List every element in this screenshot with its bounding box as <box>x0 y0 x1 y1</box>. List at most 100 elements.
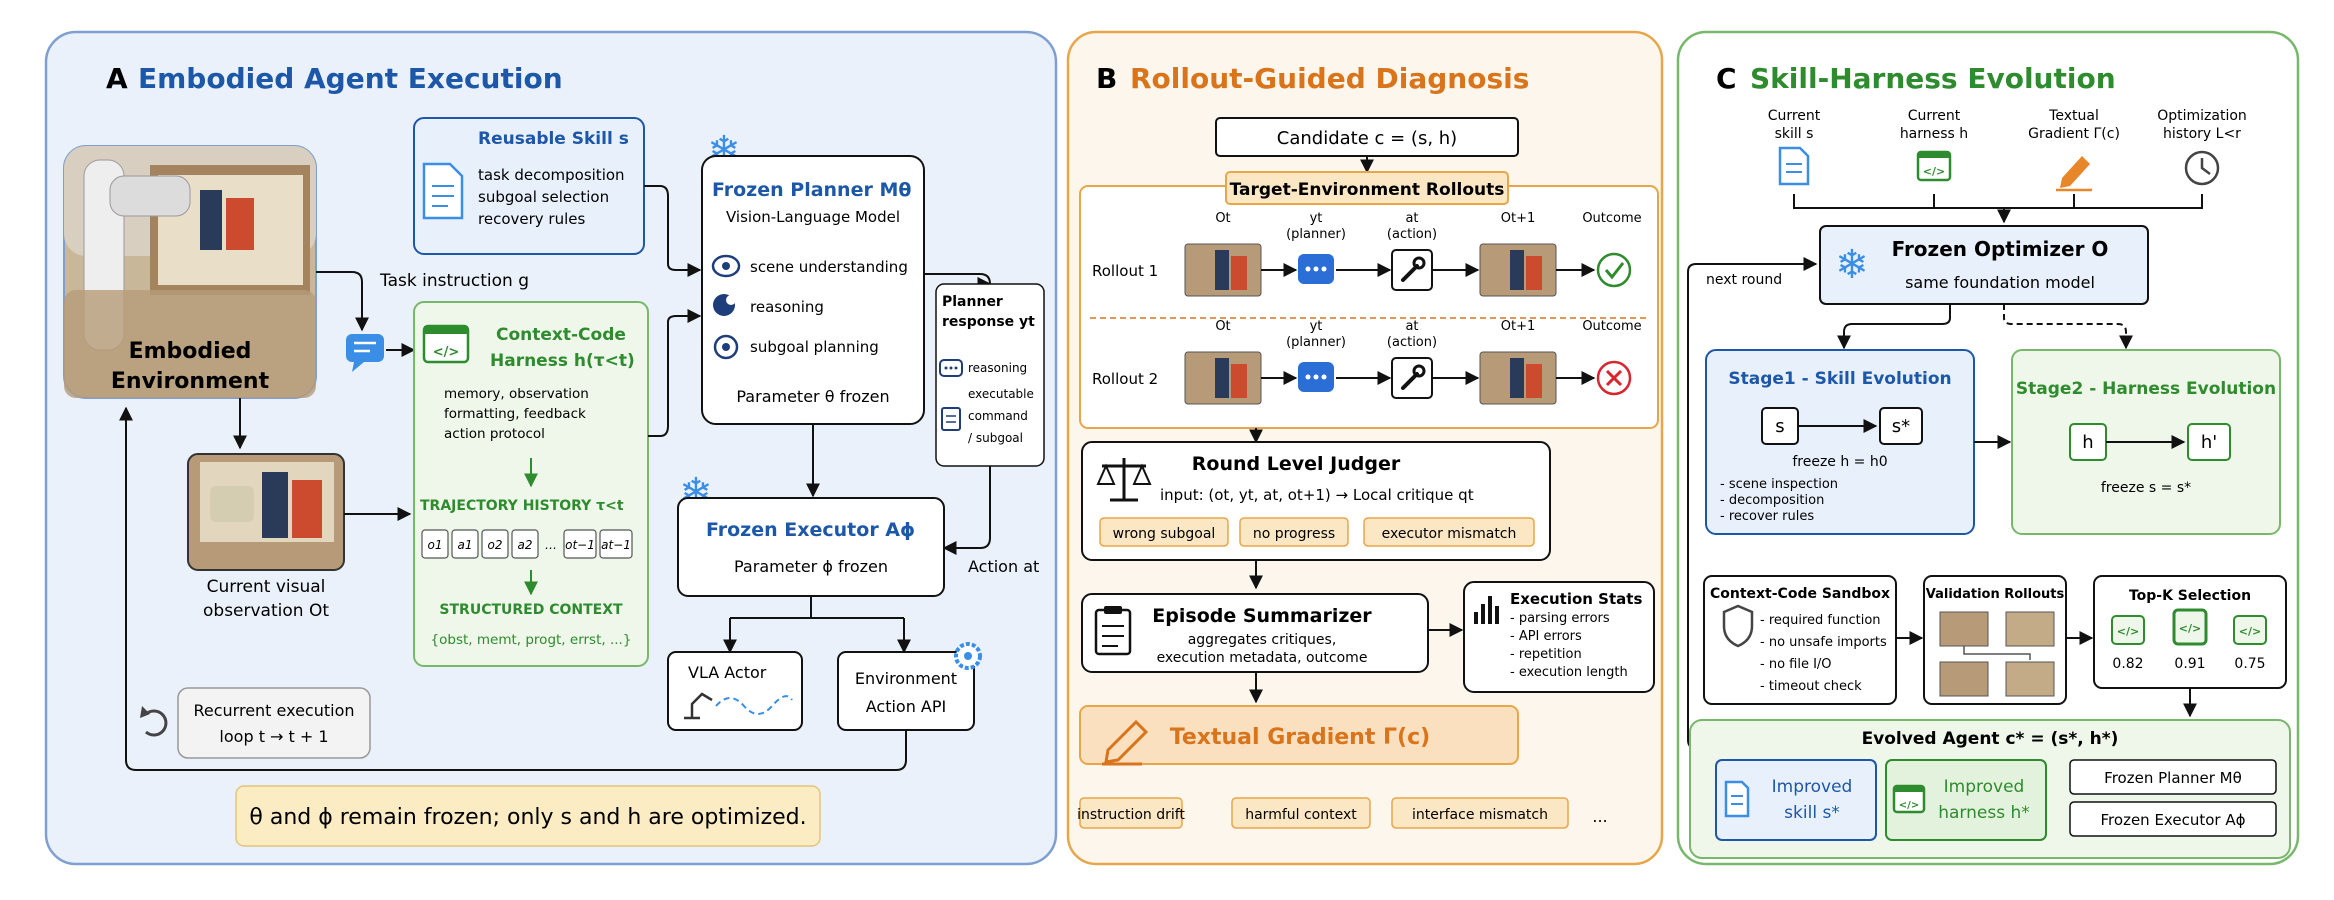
structured-context: {obst, memt, progt, errst, ...} <box>431 632 632 648</box>
frozen-optimizer-box: ❄ Frozen Optimizer O same foundation mod… <box>1819 225 2149 305</box>
book-shape <box>1526 256 1542 290</box>
environment-image: Embodied Environment <box>63 145 317 399</box>
rollout-col-header: yt <box>1310 211 1323 226</box>
rollouts-title: Target-Environment Rollouts <box>1230 180 1505 200</box>
cross-mark <box>1605 369 1623 387</box>
structured-context-title: STRUCTURED CONTEXT <box>439 602 623 618</box>
rollout-col-header: yt <box>1310 319 1323 334</box>
harness-desc-2: formatting, feedback <box>444 406 586 422</box>
stage1-from: s <box>1775 416 1784 437</box>
rollout-col-header: Ot+1 <box>1501 211 1536 226</box>
evolved-frozen-executor: Frozen Executor Aϕ <box>2101 811 2246 829</box>
recurrent-label-1: Recurrent execution <box>193 701 354 720</box>
optimizer-subtitle: same foundation model <box>1905 273 2095 292</box>
rollout-col-header: at <box>1405 211 1418 226</box>
panel-c-letter: C <box>1716 62 1737 95</box>
environment-label-1: Embodied <box>129 339 252 364</box>
refresh-icon <box>140 706 168 737</box>
execution-stats-box: Execution Stats - parsing errors - API e… <box>1463 581 1655 693</box>
brain-icon <box>713 294 736 316</box>
rollout-col-header: at <box>1405 319 1418 334</box>
evolved-harness-code-icon: </> <box>1892 784 1926 814</box>
sandbox-item-4: - timeout check <box>1760 679 1862 694</box>
episode-summarizer-box: Episode Summarizer aggregates critiques,… <box>1081 593 1429 673</box>
bubble-dot <box>1313 266 1319 272</box>
input-doc-icon <box>1778 146 1810 186</box>
task-instruction-label: Task instruction g <box>379 271 529 291</box>
topk-candidates: </>0.82</>0.91</>0.75 <box>2111 608 2267 672</box>
planner-item-1: scene understanding <box>750 258 908 276</box>
input-pencil-icon <box>2056 156 2092 192</box>
summarizer-title: Episode Summarizer <box>1152 605 1372 627</box>
wrench-shaft <box>1401 264 1419 282</box>
textual-gradient-label: Textual Gradient Γ(c) <box>1170 725 1430 750</box>
panel-b-letter: B <box>1096 62 1117 95</box>
validation-title: Validation Rollouts <box>1926 587 2065 602</box>
summarizer-line-2: execution metadata, outcome <box>1157 650 1368 666</box>
stage1-item-2: - decomposition <box>1720 493 1824 508</box>
panel-b-title: Rollout-Guided Diagnosis <box>1130 62 1529 95</box>
panel-a: A Embodied Agent Execution Embodied Envi… <box>44 30 1058 866</box>
topk-title: Top-K Selection <box>2129 588 2251 604</box>
planner-item-3: subgoal planning <box>750 338 879 356</box>
evolved-agent-box: Evolved Agent c* = (s*, h*) Improved ski… <box>1689 719 2291 859</box>
bubble-dot <box>1305 266 1311 272</box>
harness-desc-1: memory, observation <box>444 386 589 402</box>
wrench-head <box>1412 364 1426 378</box>
skill-title: Reusable Skill s <box>478 129 629 149</box>
planner-response-box: Planner response yt reasoning executable… <box>935 283 1045 467</box>
robot-arm-icon <box>684 692 713 720</box>
planner-param: Parameter θ frozen <box>736 387 889 406</box>
bar-chart-icon <box>1474 596 1499 624</box>
sandbox-item-2: - no unsafe imports <box>1760 635 1887 650</box>
env-api-label-1: Environment <box>855 669 957 688</box>
stage1-box: Stage1 - Skill Evolution s s* freeze h =… <box>1705 349 1975 535</box>
rollout-col-header: (action) <box>1387 227 1437 242</box>
token-box <box>451 529 479 559</box>
recurrent-label-2: loop t → t + 1 <box>219 727 328 746</box>
candidate-code-icon <box>2233 615 2267 645</box>
pencil-icon <box>1102 719 1149 766</box>
book-shape <box>1510 358 1524 398</box>
observation-label-1: Current visual <box>207 577 326 597</box>
planner-title: Frozen Planner Mθ <box>712 179 911 201</box>
book-shape <box>1231 364 1247 398</box>
optimizer-input-label: skill s <box>1775 126 1814 142</box>
frozen-note: θ and ϕ remain frozen; only s and h are … <box>249 805 806 830</box>
speech-bubble-icon <box>939 359 963 377</box>
stage1-item-1: - scene inspection <box>1720 477 1838 492</box>
recurrent-loop-box: Recurrent execution loop t → t + 1 <box>177 687 371 759</box>
wrench-shaft <box>1401 372 1419 390</box>
bottom-tag-2: harmful context <box>1245 807 1357 823</box>
judger-input: input: (ot, yt, at, ot+1) → Local critiq… <box>1160 486 1474 504</box>
skill-line-2: subgoal selection <box>478 188 609 206</box>
optimizer-title: Frozen Optimizer O <box>1892 237 2109 261</box>
bottom-tag-1: instruction drift <box>1077 807 1185 823</box>
planner-response-item-3: command <box>968 409 1028 423</box>
token-box <box>421 529 449 559</box>
harness-title-1: Context-Code <box>496 325 626 345</box>
next-round-label: next round <box>1706 272 1782 288</box>
code-glyph: </> <box>2239 625 2261 638</box>
stage1-item-3: - recover rules <box>1720 509 1814 524</box>
skill-line-3: recovery rules <box>478 210 585 228</box>
candidate-box: Candidate c = (s, h) <box>1215 117 1519 157</box>
svg-text:</>: </> <box>433 345 460 360</box>
book-shape <box>1526 364 1542 398</box>
rollout-col-header: Outcome <box>1582 319 1641 334</box>
stage2-box: Stage2 - Harness Evolution h h' freeze s… <box>2011 349 2281 535</box>
shield-icon <box>1722 604 1754 648</box>
planner-response-title-2: response yt <box>942 314 1035 330</box>
panel-a-letter: A <box>106 62 128 95</box>
rollout-col-header: (planner) <box>1286 335 1346 350</box>
input-clock-icon <box>2184 150 2220 186</box>
stage2-title: Stage2 - Harness Evolution <box>2016 379 2276 399</box>
svg-text:</>: </> <box>1899 800 1919 811</box>
stage2-freeze: freeze s = s* <box>2101 480 2191 496</box>
sandbox-box: Context-Code Sandbox - required function… <box>1703 575 1897 705</box>
frozen-note-box: θ and ϕ remain frozen; only s and h are … <box>235 785 821 847</box>
planner-response-item-2: executable <box>968 387 1034 401</box>
environment-api-box: Environment Action API <box>837 642 982 731</box>
stats-title: Execution Stats <box>1510 590 1642 608</box>
stats-item-4: - execution length <box>1510 665 1628 680</box>
